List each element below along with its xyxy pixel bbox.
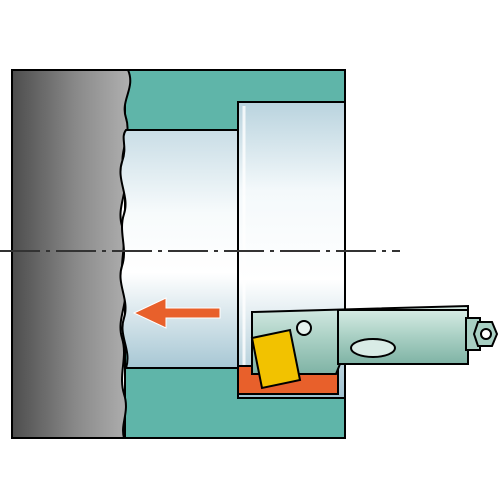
chuck-section (11, 69, 132, 439)
bore-cavity (119, 129, 239, 369)
holder-slot (350, 338, 396, 358)
feed-arrow-icon (132, 297, 221, 329)
end-screw-icon (472, 321, 499, 347)
cutting-insert (250, 328, 302, 390)
clamp-screw-icon (296, 320, 312, 336)
tool-holder-body (337, 309, 469, 365)
